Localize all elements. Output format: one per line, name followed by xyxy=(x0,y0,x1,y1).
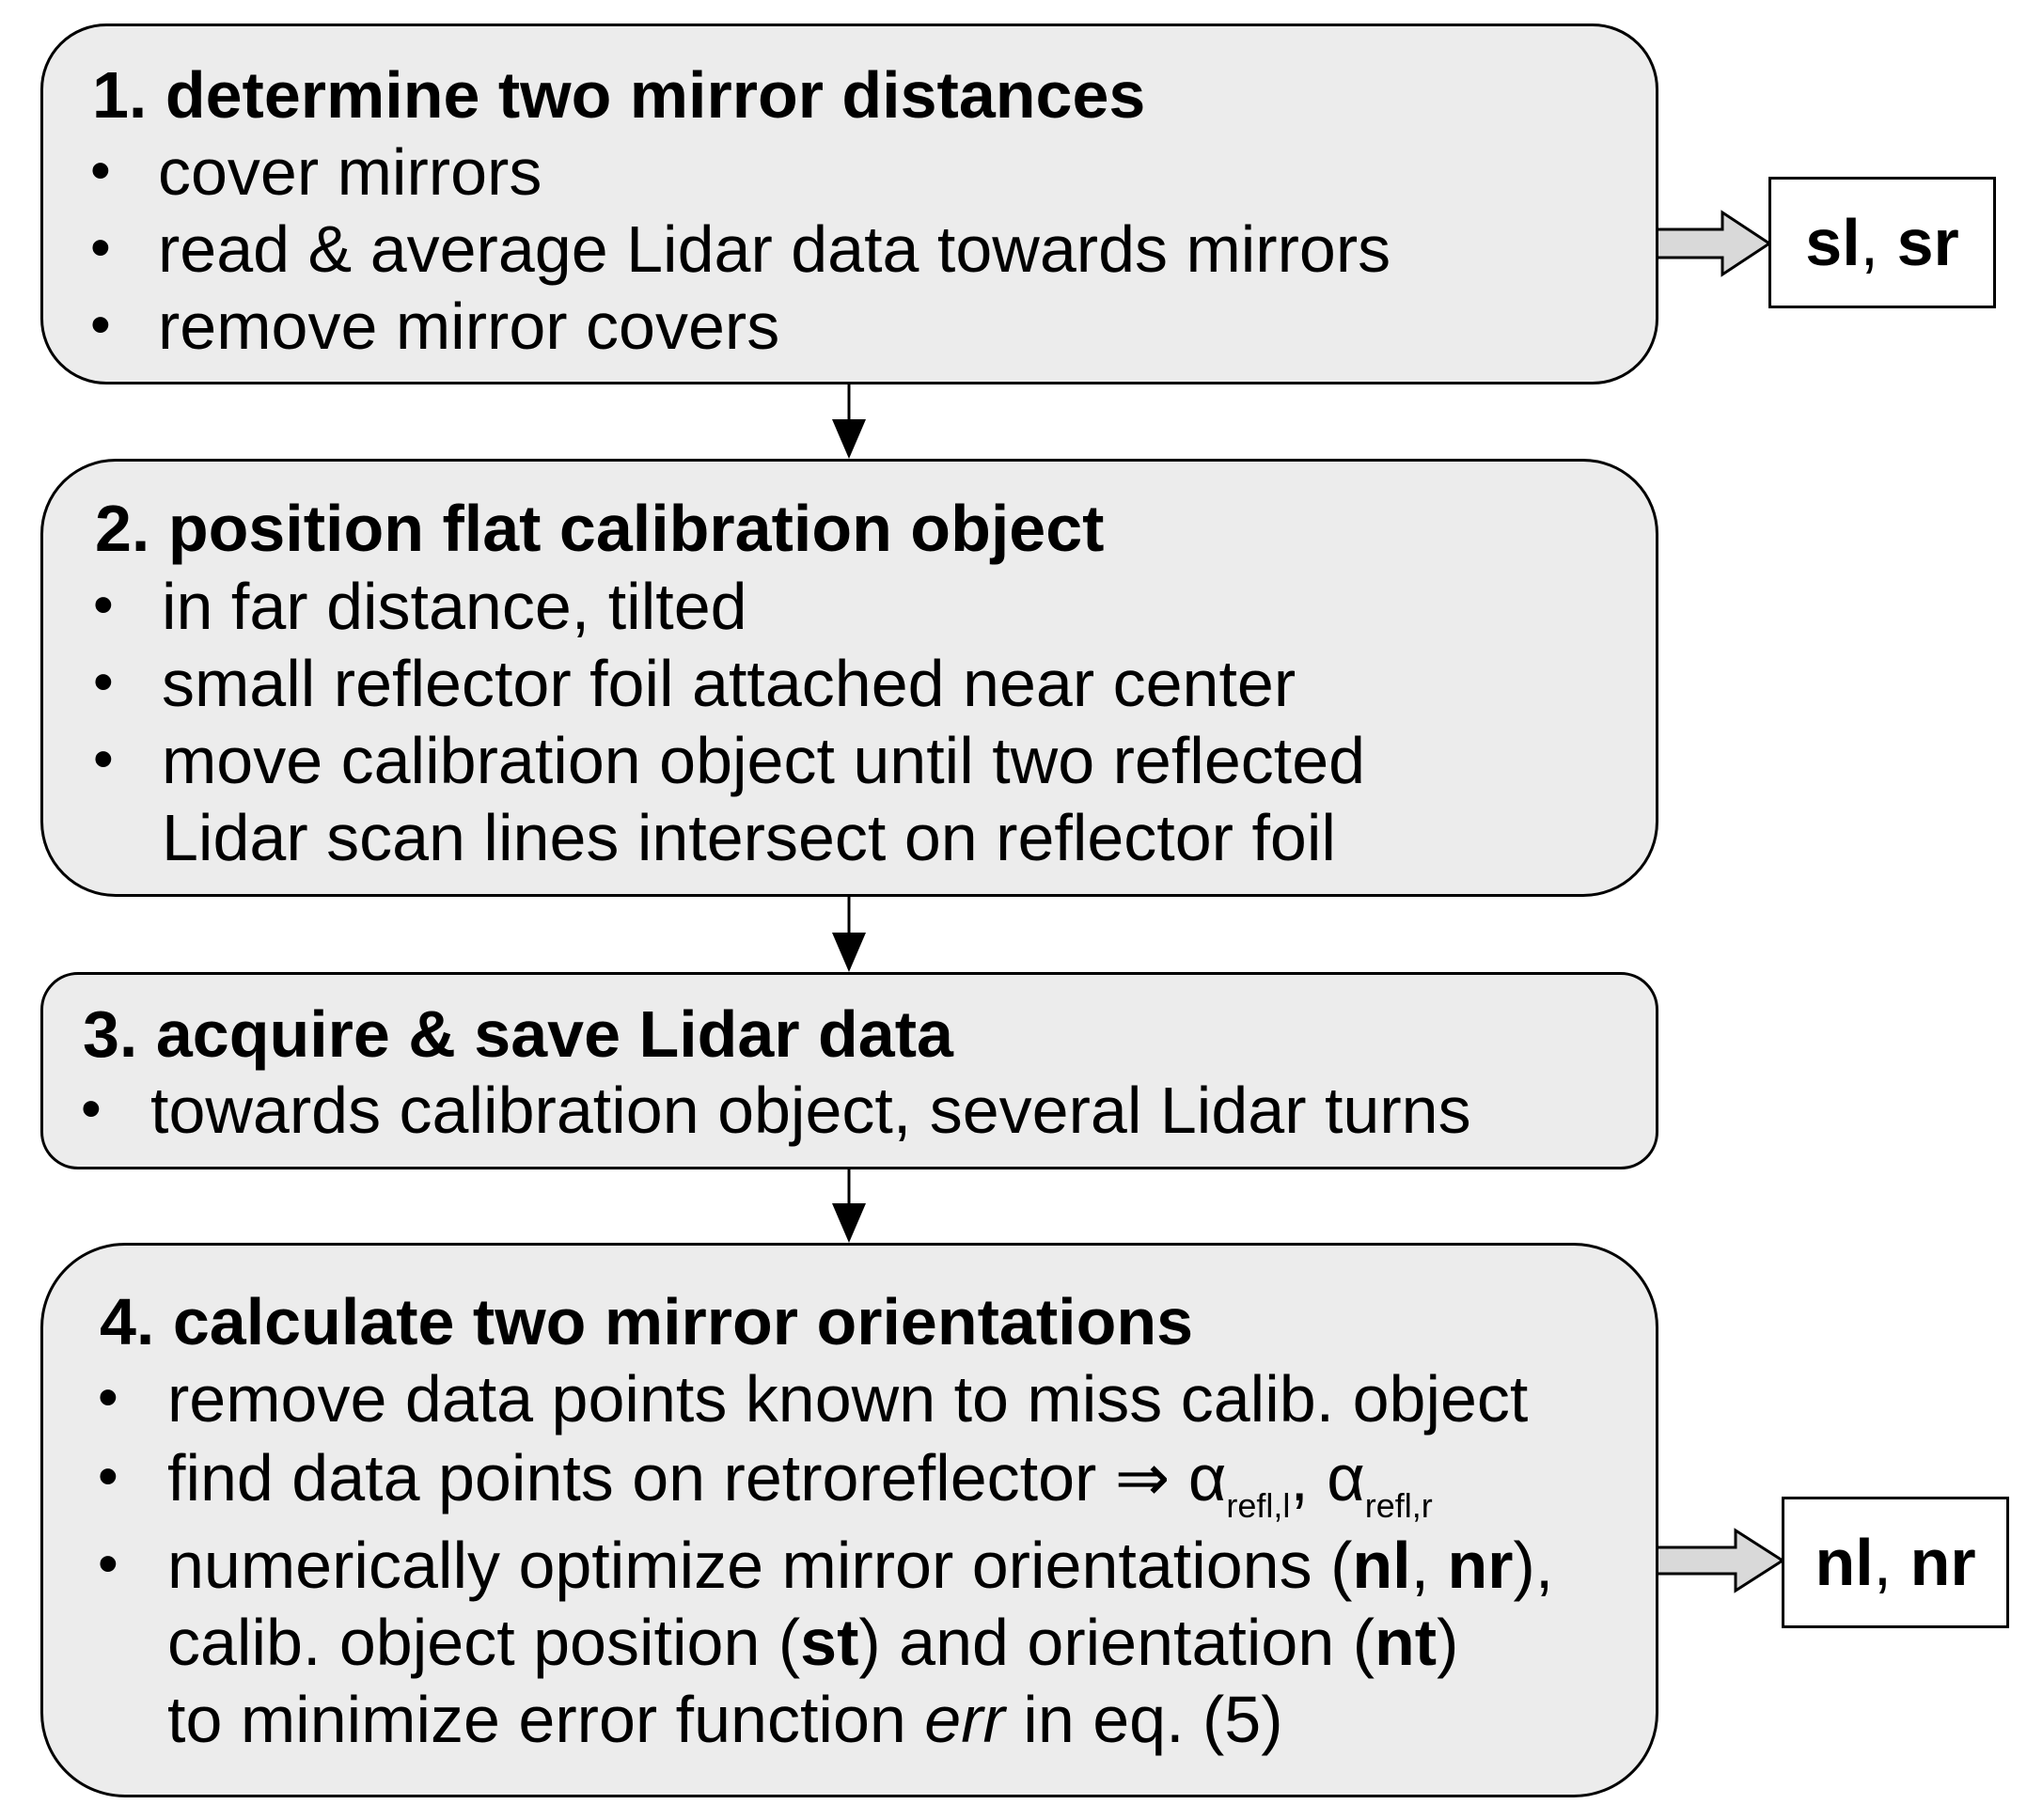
output-separator: , xyxy=(1860,206,1897,279)
step-1-bullet-1: cover mirrors xyxy=(158,135,542,209)
step-2-bullet-1: in far distance, tilted xyxy=(162,570,747,643)
step-4-bullet-3-line-3: to minimize error function err in eq. (5… xyxy=(167,1687,1283,1752)
bullet-marker: • xyxy=(93,650,114,714)
step-4-bullet-3-line-1: numerically optimize mirror orientations… xyxy=(167,1532,1553,1598)
var-nl: nl xyxy=(1352,1529,1411,1602)
output-box-sl-sr: sl, sr xyxy=(1768,177,1996,308)
bullet-marker: • xyxy=(98,1531,118,1596)
output-sl: sl xyxy=(1805,206,1861,279)
step-4-bullet-3-line-2: calib. object position (st) and orientat… xyxy=(167,1609,1458,1675)
bullet-marker: • xyxy=(90,292,111,357)
text-segment: ) and orientation ( xyxy=(858,1606,1375,1679)
step-2-bullet-3-line-2: Lidar scan lines intersect on reflector … xyxy=(162,801,1336,874)
step-4-box: 4. calculate two mirror orientations • r… xyxy=(40,1243,1658,1797)
text-segment: calib. object position ( xyxy=(167,1606,801,1679)
var-err: err xyxy=(924,1683,1005,1756)
step-4-title: 4. calculate two mirror orientations xyxy=(100,1285,1194,1358)
bullet-marker: • xyxy=(81,1076,102,1141)
step-1-bullet-3: remove mirror covers xyxy=(158,290,780,363)
text-segment: to minimize error function xyxy=(167,1683,925,1756)
step-1-box: 1. determine two mirror distances • cove… xyxy=(40,24,1658,384)
step-2-bullet-3-line-1: move calibration object until two reflec… xyxy=(162,724,1366,797)
step-1-title: 1. determine two mirror distances xyxy=(92,58,1146,132)
block-arrow-to-nl-nr xyxy=(1647,1528,1785,1593)
step-3-bullet-1: towards calibration object, several Lida… xyxy=(150,1074,1471,1147)
step-2-bullet-2: small reflector foil attached near cente… xyxy=(162,647,1296,720)
bullet-marker: • xyxy=(98,1444,118,1509)
text-segment: in eq. (5) xyxy=(1004,1683,1283,1756)
alpha-subscript-left: refl,l xyxy=(1226,1486,1291,1525)
var-st: st xyxy=(800,1606,859,1679)
output-separator: , xyxy=(1873,1526,1910,1599)
output-nr: nr xyxy=(1909,1526,1976,1599)
output-nl: nl xyxy=(1815,1526,1874,1599)
arrow-step1-to-step2 xyxy=(832,384,866,459)
output-box-nl-nr: nl, nr xyxy=(1782,1497,2009,1628)
bullet-marker: • xyxy=(93,727,114,792)
text-segment: , xyxy=(1410,1529,1448,1602)
step-1-bullet-2: read & average Lidar data towards mirror… xyxy=(158,212,1391,286)
bullet-marker: • xyxy=(98,1365,118,1430)
text-segment: ), xyxy=(1513,1529,1554,1602)
bullet-marker: • xyxy=(93,573,114,637)
step-2-box: 2. position flat calibration object • in… xyxy=(40,459,1658,897)
bullet-marker: • xyxy=(90,215,111,280)
var-nr: nr xyxy=(1447,1529,1514,1602)
bullet-marker: • xyxy=(90,138,111,203)
text-segment: ) xyxy=(1437,1606,1459,1679)
step-3-box: 3. acquire & save Lidar data • towards c… xyxy=(40,972,1658,1169)
step-2-title: 2. position flat calibration object xyxy=(95,492,1105,565)
arrow-step3-to-step4 xyxy=(832,1168,866,1243)
step-4-bullet-2: find data points on retroreflector ⇒ αre… xyxy=(167,1445,1433,1523)
alpha-subscript-right: refl,r xyxy=(1364,1486,1433,1525)
var-nt: nt xyxy=(1375,1606,1438,1679)
step-4-bullet-1: remove data points known to miss calib. … xyxy=(167,1362,1529,1436)
step-4-bullet-2-text: find data points on retroreflector ⇒ α xyxy=(167,1441,1227,1514)
text-segment: numerically optimize mirror orientations… xyxy=(167,1529,1353,1602)
step-4-bullet-2-separator: , α xyxy=(1290,1441,1365,1514)
step-3-title: 3. acquire & save Lidar data xyxy=(83,997,953,1071)
arrow-step2-to-step3 xyxy=(832,895,866,972)
output-sr: sr xyxy=(1896,206,1959,279)
